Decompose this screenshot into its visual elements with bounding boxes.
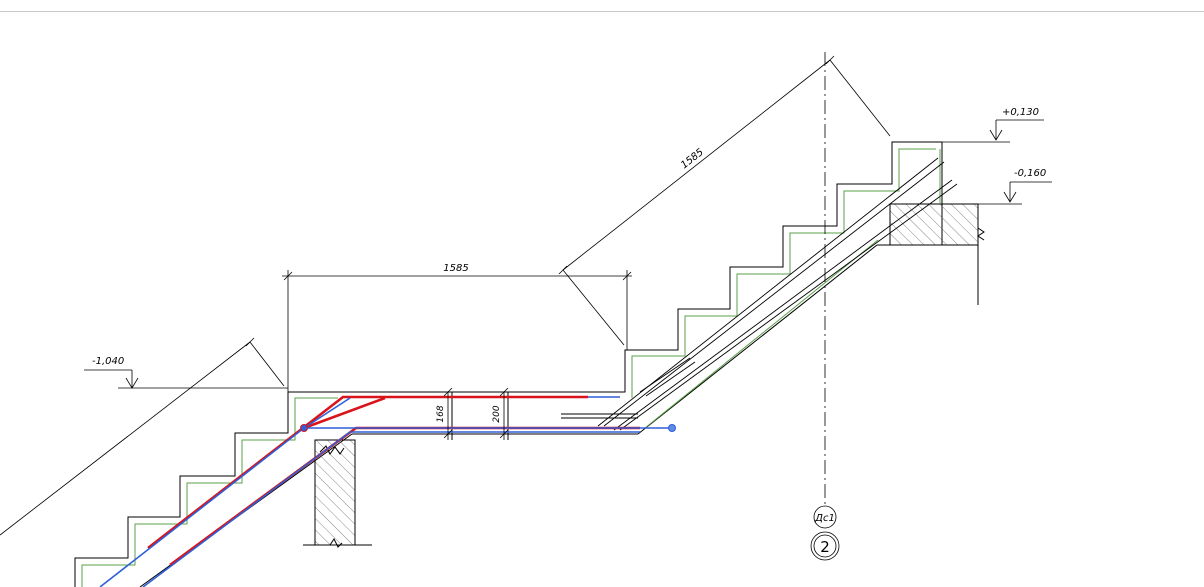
dimension-lines	[0, 55, 1022, 536]
level-top-structure-label: -0,160	[1014, 168, 1046, 179]
grid-axis-label: Дс1	[814, 513, 835, 524]
grid-axis-number-bubble	[810, 531, 840, 561]
level-top-finish-label: +0,130	[1002, 107, 1039, 118]
upper-flight-underside	[637, 244, 878, 435]
grid-axis-label-bubble	[813, 505, 837, 529]
support-wall	[314, 439, 356, 546]
rebar-node	[300, 424, 308, 432]
grid-axis-number: 2	[820, 538, 830, 556]
flight-length-label: 1585	[679, 147, 706, 171]
upper-flight-rebar	[561, 157, 958, 431]
level-marks	[84, 119, 1052, 389]
rebar-top	[147, 395, 640, 567]
landing-length-label: 1585	[443, 263, 468, 274]
concrete-outline	[74, 141, 985, 587]
rebar-bottom	[99, 396, 672, 587]
window-top-border	[0, 11, 1204, 12]
finish-line	[81, 148, 941, 587]
top-support-block	[889, 203, 979, 246]
slab-thickness-outer-label: 200	[492, 405, 502, 422]
slab-thickness-inner-label: 168	[436, 405, 446, 422]
level-landing-label: -1,040	[92, 356, 124, 367]
lower-flight-steps	[74, 141, 942, 587]
rebar-node	[668, 424, 676, 432]
